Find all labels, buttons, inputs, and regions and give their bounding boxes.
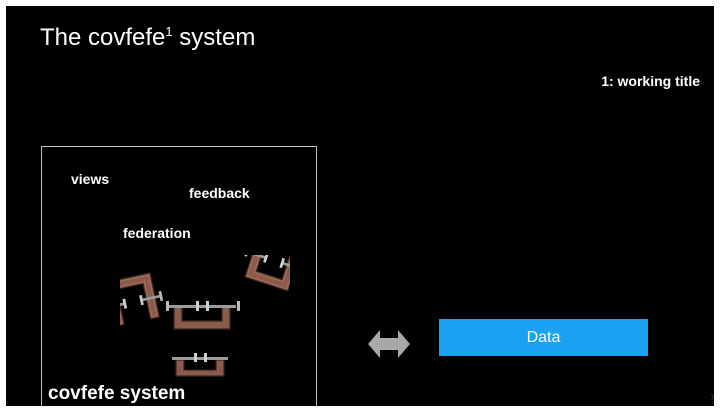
system-box-label: covfefe system bbox=[48, 383, 186, 404]
clamps-illustration bbox=[120, 255, 290, 377]
title-footnote-marker: 1 bbox=[165, 24, 173, 39]
slide-title: The covfefe1 system bbox=[40, 24, 255, 52]
data-button[interactable]: Data bbox=[439, 319, 648, 356]
system-box: views feedback federation bbox=[41, 146, 317, 406]
double-arrow-icon bbox=[368, 330, 410, 358]
title-text-end: system bbox=[172, 24, 256, 51]
word-federation: federation bbox=[123, 225, 191, 241]
page-number: 7 bbox=[710, 396, 714, 402]
title-text: The covfefe bbox=[40, 24, 166, 51]
word-views: views bbox=[71, 171, 110, 187]
slide: The covfefe1 system 1: working title vie… bbox=[6, 6, 714, 406]
word-feedback: feedback bbox=[189, 185, 250, 201]
footnote: 1: working title bbox=[601, 73, 700, 89]
